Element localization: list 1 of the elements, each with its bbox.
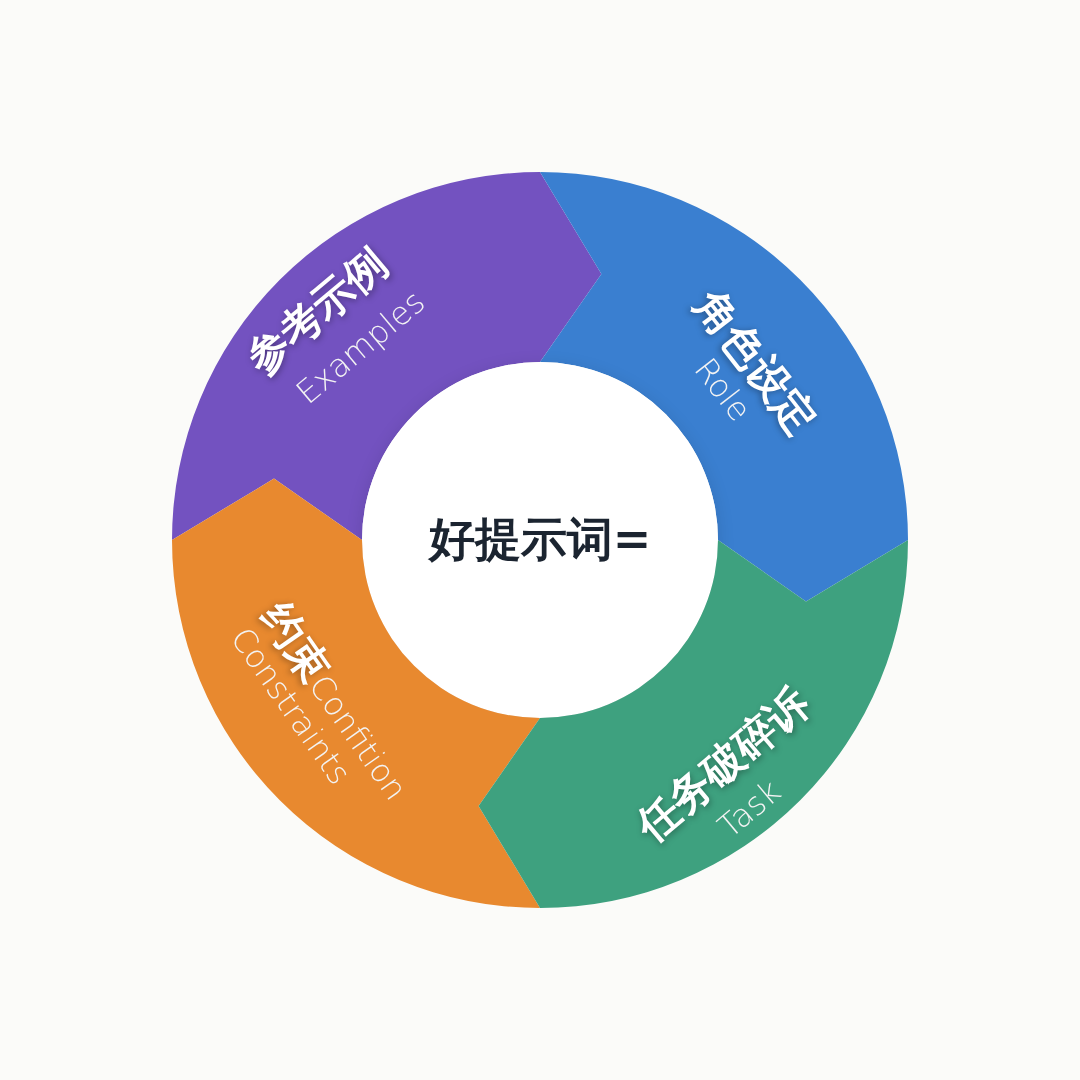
center-title: 好提示词= — [428, 511, 652, 568]
